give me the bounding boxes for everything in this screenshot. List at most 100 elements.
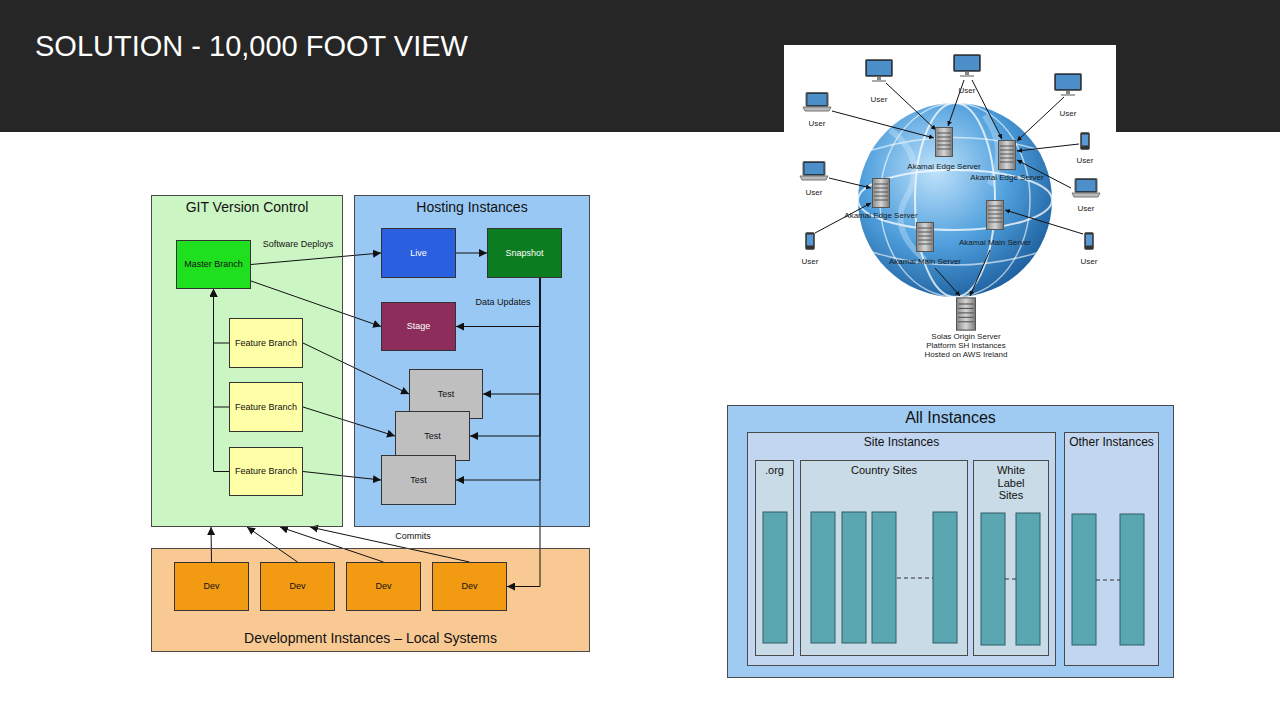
box-label: Dev [289,581,305,591]
user-devices [1081,133,1090,150]
box-label: Dev [461,581,477,591]
dev-box: Dev [260,562,335,611]
instance-bars [933,512,957,643]
flow-arrow [247,527,298,562]
panel-fill [151,195,343,527]
globe [858,103,1052,297]
box-label: Feature Branch [235,338,297,348]
user-devices [954,55,981,78]
network-links [1017,97,1064,141]
instance-bars [763,512,787,643]
instance-bars [1120,514,1144,645]
user-devices [800,55,1100,250]
panel-fill [747,432,1056,666]
user-devices [1072,179,1100,198]
server-icons [957,298,976,330]
network-label: Akamai Main Server [959,238,1031,247]
box-label: Live [410,248,427,258]
panel-fill [1064,432,1159,666]
globe [915,103,995,297]
branch-box: Feature Branch [229,447,303,496]
site-column: White Label Sites [973,460,1049,656]
network-label: Akamai Edge Server [844,211,917,220]
instance-box: Stage [381,302,456,351]
slide-title: SOLUTION - 10,000 FOOT VIEW [35,30,468,63]
instance-bars [1072,514,1096,645]
connector-layer [211,253,540,587]
more-dashes [1005,579,1016,580]
dev-box: Dev [174,562,249,611]
panel-heading: Site Instances [864,436,939,450]
panel-fill [973,460,1049,656]
panel-heading: Other Instances [1069,436,1154,450]
instance-bars [842,512,866,643]
network-label: User [806,188,823,197]
network-links [815,80,1083,296]
flow-arrow [456,278,540,327]
user-devices [1085,233,1094,250]
flow-arrow [303,407,395,436]
network-label: Akamai Main Server [889,257,961,266]
network-links [829,178,871,188]
panel-heading: Hosting Instances [416,199,527,215]
instance-bars [1016,513,1040,645]
site-column: Country Sites [800,460,968,656]
network-links [970,250,990,296]
panel-fill [151,548,590,652]
box-label: Dev [375,581,391,591]
server-icons [987,201,1004,230]
flow-arrow [214,289,230,472]
edge-label: Data Updates [473,298,532,308]
flow-arrow [251,253,381,265]
flow-arrow [456,253,487,254]
network-label: User [1078,204,1095,213]
group-panel: All InstancesSite Instances.orgCountry S… [727,405,1174,678]
panel-heading: Development Instances – Local Systems [244,630,497,646]
network-label: User [1081,257,1098,266]
panel-fill [800,460,968,656]
network-label: User [871,95,888,104]
instance-bars [981,513,1005,645]
server-icons [999,141,1016,170]
network-links [935,268,960,296]
box-label: Test [424,431,441,441]
panel-heading: .org [765,464,784,477]
panel-fill [354,195,590,527]
globe [858,170,1052,230]
more-dashes [897,578,933,579]
network-label: Akamai Edge Server [907,162,980,171]
container-fills [151,195,1174,678]
network-links [832,111,934,138]
instance-box: Live [381,228,456,278]
network-illustration [784,45,1116,355]
box-label: Test [410,475,427,485]
flow-arrow [303,472,381,481]
server-icons [873,179,890,208]
box-label: Snapshot [505,248,543,258]
instance-bars [872,512,896,643]
hosting-panel: Hosting InstancesLiveSnapshotStageTestTe… [354,195,590,527]
flow-arrow [214,289,230,343]
group-panel: Other Instances [1064,432,1159,666]
dev-box: Dev [432,562,507,611]
network-label: User [959,86,976,95]
box-label: Test [438,389,455,399]
flow-arrow [507,278,540,587]
panel-fill [755,460,794,656]
network-label: User [1060,109,1077,118]
branch-box: Feature Branch [229,382,303,432]
flow-arrow [214,289,230,407]
network-links [886,83,936,130]
more-dashes [1096,580,1120,581]
globe [858,103,1052,297]
globe [880,103,1030,297]
network-label: User [1077,156,1094,165]
dev-band: Development Instances – Local Systems Dev… [151,548,590,652]
box-label: Master Branch [184,259,243,269]
network-label: Solas Origin Server Platform SH Instance… [918,332,1014,360]
user-devices [803,93,831,112]
